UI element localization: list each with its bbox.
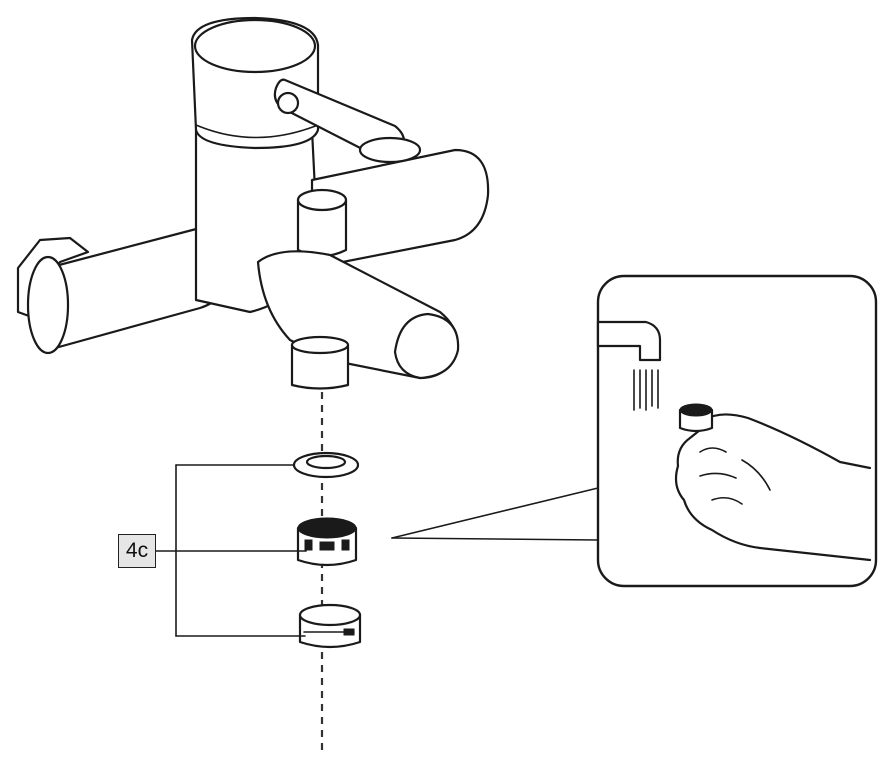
callout-bracket: [155, 464, 307, 637]
detail-pointer: [391, 487, 599, 541]
callout-label: 4c: [125, 539, 149, 562]
aerator-insert: [296, 517, 358, 567]
washer: [292, 451, 360, 479]
callout-label-box: 4c: [118, 534, 156, 568]
hand-icon: [674, 413, 872, 562]
tap-spout-icon: [596, 320, 662, 362]
aerator-parts: [292, 451, 362, 649]
faucet-body: [16, 16, 490, 390]
detail-inset: [596, 274, 878, 588]
aerator-detail-icon: [678, 403, 714, 433]
water-stream-icon: [633, 369, 659, 411]
aerator-housing: [298, 603, 362, 649]
